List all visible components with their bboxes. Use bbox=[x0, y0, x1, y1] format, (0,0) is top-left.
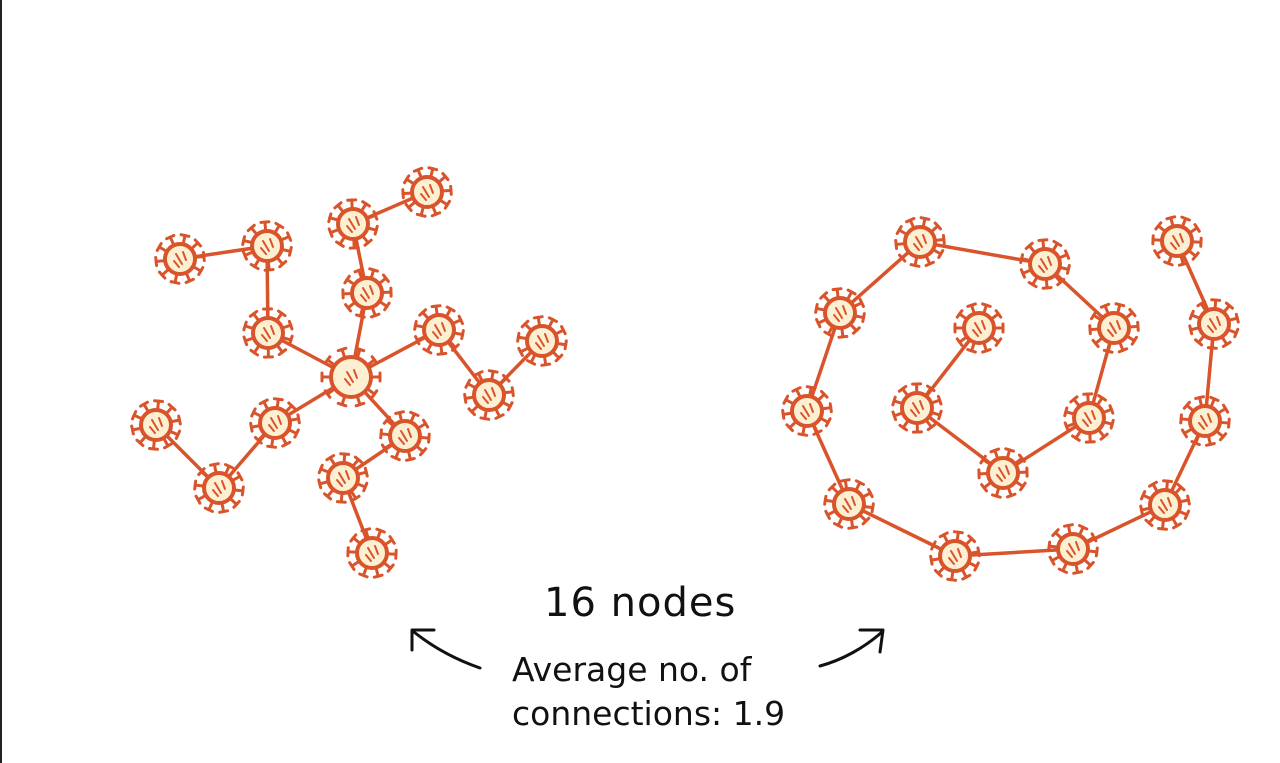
virus-node-icon bbox=[977, 447, 1029, 499]
virus-node-icon bbox=[1179, 395, 1231, 447]
virus-node-icon bbox=[1139, 479, 1191, 531]
virus-node-icon bbox=[894, 216, 946, 268]
network-edge bbox=[953, 547, 1075, 558]
virus-node-icon bbox=[241, 220, 293, 272]
virus-node-icon bbox=[327, 198, 379, 250]
virus-node-icon bbox=[516, 315, 568, 367]
average-connections-line-2: connections: 1.9 bbox=[512, 694, 786, 733]
chain-nodes bbox=[781, 215, 1240, 582]
network-edge bbox=[1001, 416, 1091, 475]
left-arrow-head bbox=[410, 628, 436, 652]
virus-node-icon bbox=[341, 267, 393, 319]
virus-node-icon bbox=[130, 399, 182, 451]
virus-node-icon bbox=[1088, 302, 1140, 354]
virus-node-icon bbox=[320, 346, 382, 408]
virus-node-icon bbox=[346, 527, 398, 579]
left-arrow bbox=[412, 630, 482, 670]
average-connections-line-1: Average no. of bbox=[512, 650, 752, 689]
tree-nodes bbox=[130, 166, 568, 579]
virus-node-icon bbox=[1063, 392, 1115, 444]
virus-node-icon bbox=[953, 302, 1005, 354]
virus-node-icon bbox=[463, 369, 515, 421]
virus-node-icon bbox=[781, 385, 833, 437]
virus-node-icon bbox=[154, 233, 206, 285]
chain-network bbox=[781, 215, 1240, 582]
tree-network bbox=[130, 166, 568, 579]
right-arrow bbox=[818, 630, 884, 668]
virus-node-icon bbox=[317, 452, 369, 504]
virus-node-icon bbox=[1047, 523, 1099, 575]
virus-node-icon bbox=[379, 410, 431, 462]
virus-node-icon bbox=[929, 530, 981, 582]
virus-node-icon bbox=[401, 166, 453, 218]
right-arrow-head bbox=[858, 628, 885, 654]
virus-node-icon bbox=[249, 397, 301, 449]
virus-node-icon bbox=[242, 307, 294, 359]
network-edge bbox=[805, 311, 842, 413]
virus-node-icon bbox=[1188, 298, 1240, 350]
average-connections-label: Average no. of connections: 1.9 bbox=[512, 648, 785, 736]
virus-node-icon bbox=[814, 287, 866, 339]
virus-node-icon bbox=[413, 304, 465, 356]
virus-node-icon bbox=[193, 462, 245, 514]
virus-node-icon bbox=[1151, 215, 1203, 267]
virus-node-icon bbox=[1019, 238, 1071, 290]
nodes-count-label: 16 nodes bbox=[544, 580, 737, 626]
virus-node-icon bbox=[823, 478, 875, 530]
virus-node-icon bbox=[891, 382, 943, 434]
